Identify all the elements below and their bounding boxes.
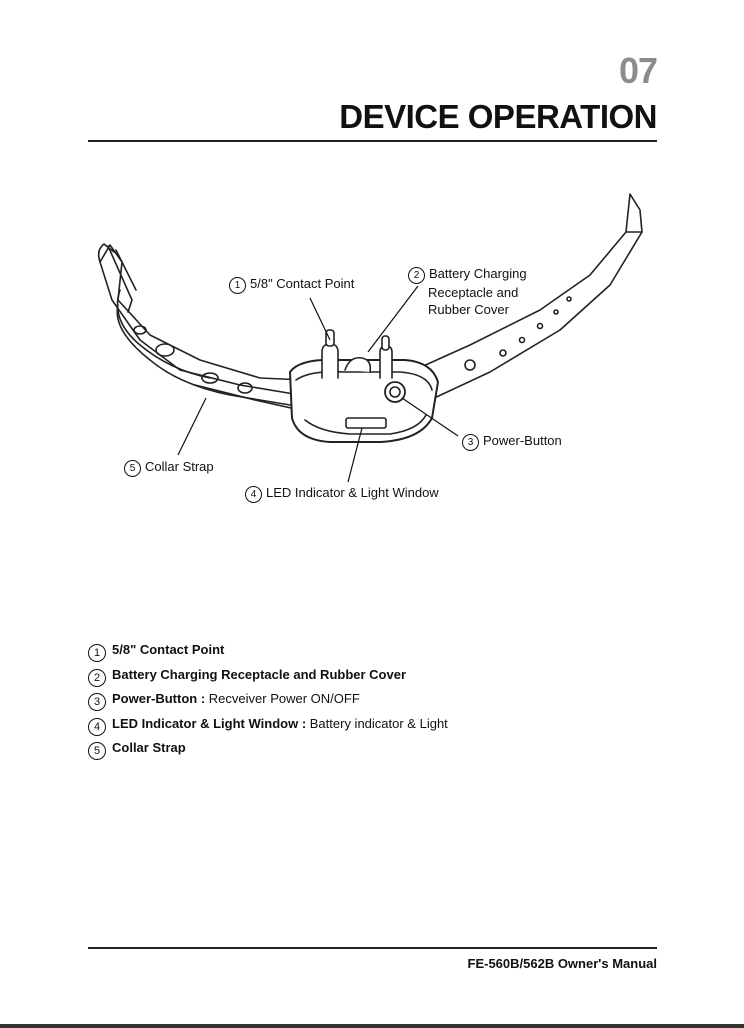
page-number: 07 (618, 50, 658, 91)
header-rule (88, 140, 657, 142)
page-bottom-edge (0, 1024, 744, 1028)
page-title: DEVICE OPERATION (339, 98, 657, 135)
left-strap (99, 244, 306, 396)
footer-rule (88, 947, 657, 949)
footer-manual-title: FE-560B/562B Owner's Manual (467, 956, 658, 971)
led-light-window (345, 417, 387, 429)
collar-drawing (97, 193, 643, 483)
right-strap (409, 193, 643, 401)
